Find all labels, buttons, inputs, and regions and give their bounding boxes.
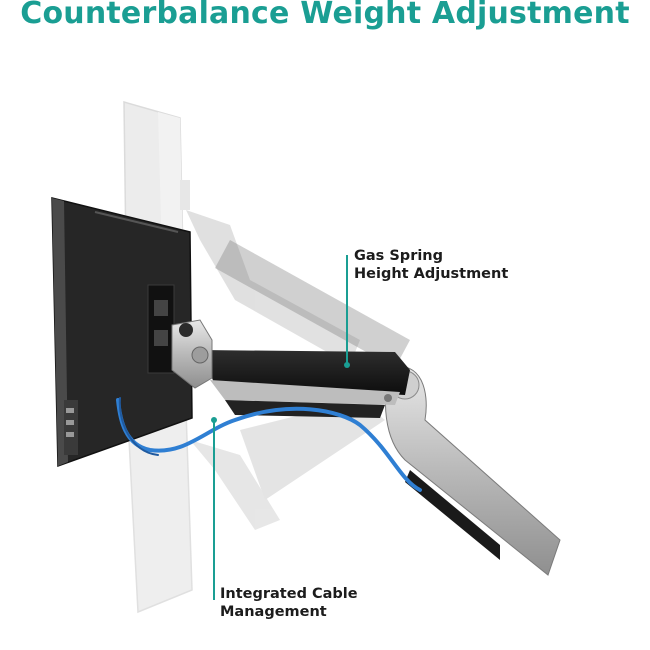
monitor <box>51 197 193 468</box>
lower-arm <box>385 366 561 576</box>
page-title: Counterbalance Weight Adjustment <box>20 0 630 31</box>
cable-label-line1: Integrated Cable <box>220 586 358 602</box>
gas-spring-label-line1: Gas Spring <box>354 248 444 264</box>
tilt-head <box>171 319 213 389</box>
cables <box>116 397 422 492</box>
gas-spring-callout-dot <box>344 362 350 368</box>
gas-spring-label-line2: Height Adjustment <box>354 266 509 282</box>
cable-callout-dot <box>211 417 217 423</box>
ghost-upper-arm-raised <box>215 240 410 368</box>
cable-label-line2: Management <box>220 604 327 620</box>
gas-spring-callout: Gas Spring Height Adjustment <box>354 247 508 283</box>
cable-callout-line <box>213 420 215 600</box>
ghost-monitor-lowered <box>127 400 385 614</box>
cable-callout: Integrated Cable Management <box>220 585 358 621</box>
gas-spring-callout-line <box>346 255 348 365</box>
